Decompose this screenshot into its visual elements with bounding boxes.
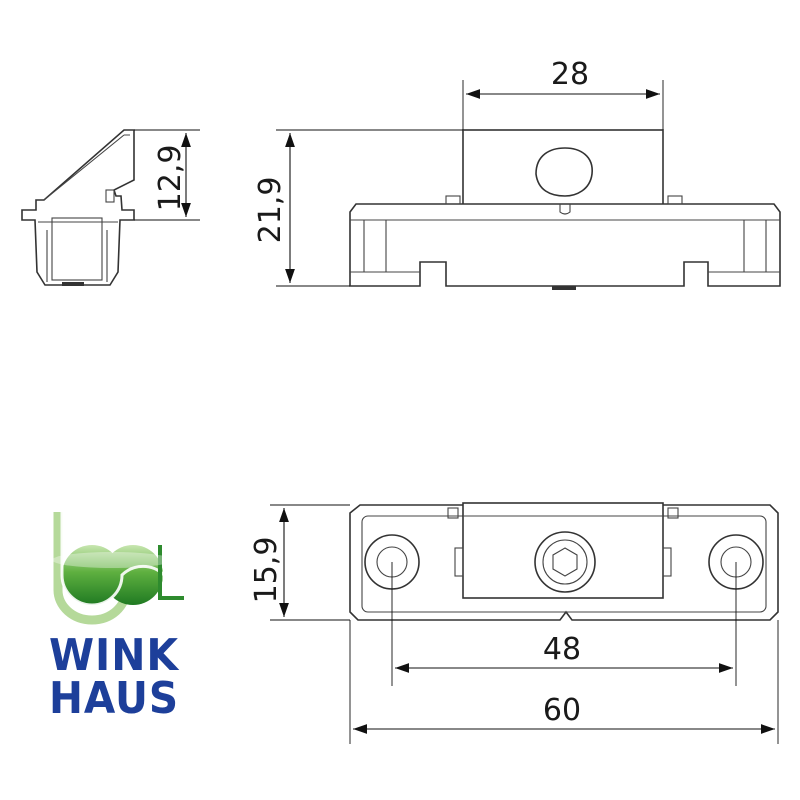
hole-spacing-label: 48: [543, 632, 581, 667]
plan-height-label: 15,9: [249, 537, 284, 604]
plan-view: 15,9 48 60: [249, 502, 779, 744]
winkhaus-logo-line2: HAUS: [49, 673, 179, 724]
front-view: 28 21,9: [253, 57, 781, 290]
side-view: 12,9: [21, 129, 200, 286]
side-height-label: 12,9: [153, 145, 188, 212]
bal-logo: [52, 512, 184, 625]
top-width-label: 28: [551, 57, 589, 92]
front-height-label: 21,9: [253, 177, 288, 244]
overall-length-label: 60: [543, 693, 581, 728]
winkhaus-logo-line1: WINK: [49, 630, 180, 681]
winkhaus-logo: WINK HAUS: [48, 629, 181, 726]
